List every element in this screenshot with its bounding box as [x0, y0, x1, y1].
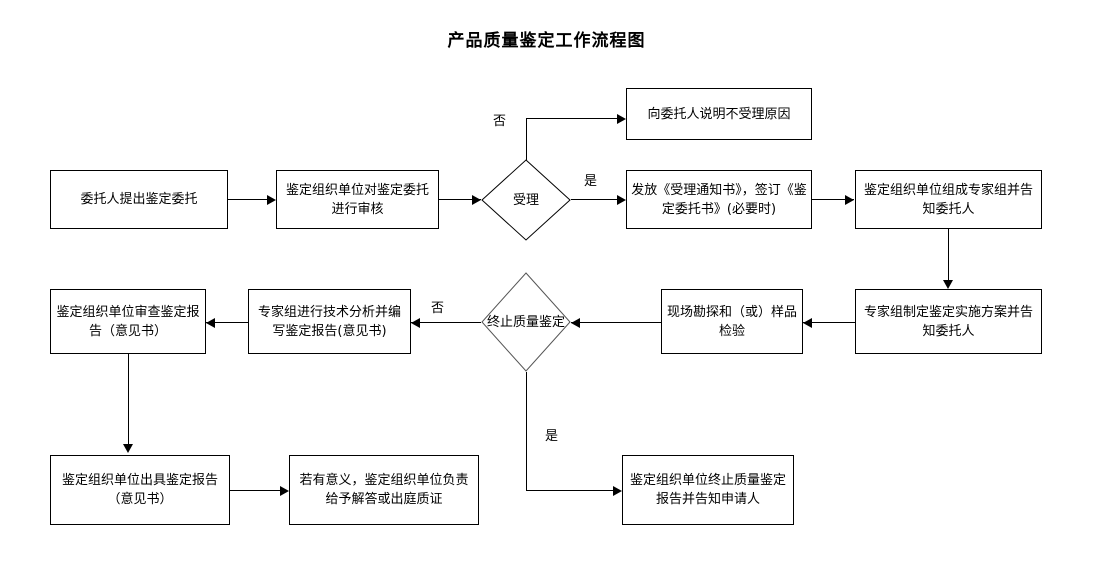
- arrowhead-d2-yes: [613, 486, 622, 496]
- diamond-shape: [481, 159, 571, 241]
- arrowhead-n6-to-n7: [803, 318, 812, 328]
- arrowhead-d1-no: [617, 114, 626, 124]
- edge-n5-to-n6: [948, 229, 949, 286]
- arrowhead-n1-to-n2: [267, 195, 276, 205]
- arrowhead-n5-to-n6: [943, 280, 953, 289]
- node-label: 鉴定组织单位对鉴定委托进行审核: [285, 182, 429, 217]
- arrowhead-d1-yes: [617, 195, 626, 205]
- node-technical-analysis-report: 专家组进行技术分析并编写鉴定报告(意见书): [248, 289, 411, 354]
- edge-d2-yes-horizontal: [526, 490, 618, 491]
- edge-label-terminate-no: 否: [431, 301, 445, 316]
- node-label: 若有意义，鉴定组织单位负责给予解答或出庭质证: [299, 473, 469, 507]
- edge-d1-no-horizontal: [526, 118, 622, 119]
- edge-d1-yes: [571, 199, 622, 200]
- decision-accept: 受理: [481, 159, 571, 241]
- node-issue-final-report: 鉴定组织单位出具鉴定报告（意见书）: [50, 455, 230, 525]
- node-label: 鉴定组织单位终止质量鉴定报告并告知申请人: [629, 473, 786, 507]
- node-label: 委托人提出鉴定委托: [80, 192, 198, 207]
- node-explain-rejection: 向委托人说明不受理原因: [626, 88, 812, 140]
- arrowhead-n7-to-d2: [571, 318, 580, 328]
- node-answer-or-testify: 若有意义，鉴定组织单位负责给予解答或出庭质证: [289, 455, 479, 525]
- edge-n2-to-d1: [439, 199, 481, 200]
- node-label: 发放《受理通知书》，签订《鉴定委托书》(必要时): [631, 182, 807, 217]
- node-label: 专家组制定鉴定实施方案并告知委托人: [863, 304, 1033, 339]
- edge-label-accept-no: 否: [493, 114, 507, 129]
- decision-label: 受理: [512, 192, 539, 208]
- edge-n4-to-n5: [812, 199, 854, 200]
- node-org-reviews-request: 鉴定组织单位对鉴定委托进行审核: [276, 170, 439, 229]
- node-label: 向委托人说明不受理原因: [647, 106, 791, 122]
- edge-n8-to-n9: [206, 322, 248, 323]
- node-expert-group-plan: 专家组制定鉴定实施方案并告知委托人: [855, 289, 1042, 354]
- node-client-submits-request: 委托人提出鉴定委托: [50, 170, 228, 229]
- edge-n1-to-n2: [228, 199, 272, 200]
- page-title: 产品质量鉴定工作流程图: [447, 31, 646, 51]
- arrowhead-d2-no: [411, 318, 420, 328]
- decision-terminate: 终止质量鉴定: [481, 272, 571, 372]
- arrowhead-n10-to-n11: [280, 486, 289, 496]
- node-issue-acceptance-notice: 发放《受理通知书》，签订《鉴定委托书》(必要时): [626, 170, 812, 229]
- arrowhead-n4-to-n5: [845, 195, 854, 205]
- edge-label-terminate-yes: 是: [545, 429, 559, 444]
- diamond-shape: [481, 272, 571, 372]
- arrowhead-n9-to-n10: [123, 444, 133, 453]
- node-label: 现场勘探和（或）样品检验: [666, 304, 797, 339]
- edge-d2-yes-vertical: [526, 372, 527, 490]
- arrowhead-n2-to-d1: [472, 195, 481, 205]
- edge-d2-no: [411, 322, 481, 323]
- node-org-reviews-report: 鉴定组织单位审查鉴定报告（意见书）: [50, 289, 206, 354]
- node-label: 鉴定组织单位组成专家组并告知委托人: [863, 182, 1033, 217]
- edge-n6-to-n7: [803, 322, 855, 323]
- node-terminate-report-notify: 鉴定组织单位终止质量鉴定报告并告知申请人: [622, 455, 794, 525]
- edge-d1-no-vertical: [526, 118, 527, 160]
- arrowhead-n8-to-n9: [206, 318, 215, 328]
- edge-label-accept-yes: 是: [584, 174, 598, 189]
- edge-n9-to-n10: [128, 354, 129, 449]
- node-site-survey-sample-test: 现场勘探和（或）样品检验: [661, 289, 803, 354]
- node-label: 鉴定组织单位审查鉴定报告（意见书）: [56, 304, 200, 339]
- decision-label: 终止质量鉴定: [486, 314, 565, 330]
- node-form-expert-group: 鉴定组织单位组成专家组并告知委托人: [855, 170, 1042, 229]
- edge-n7-to-d2: [571, 322, 661, 323]
- edge-n10-to-n11: [230, 490, 285, 491]
- node-label: 专家组进行技术分析并编写鉴定报告(意见书): [257, 304, 401, 339]
- node-label: 鉴定组织单位出具鉴定报告（意见书）: [61, 473, 218, 507]
